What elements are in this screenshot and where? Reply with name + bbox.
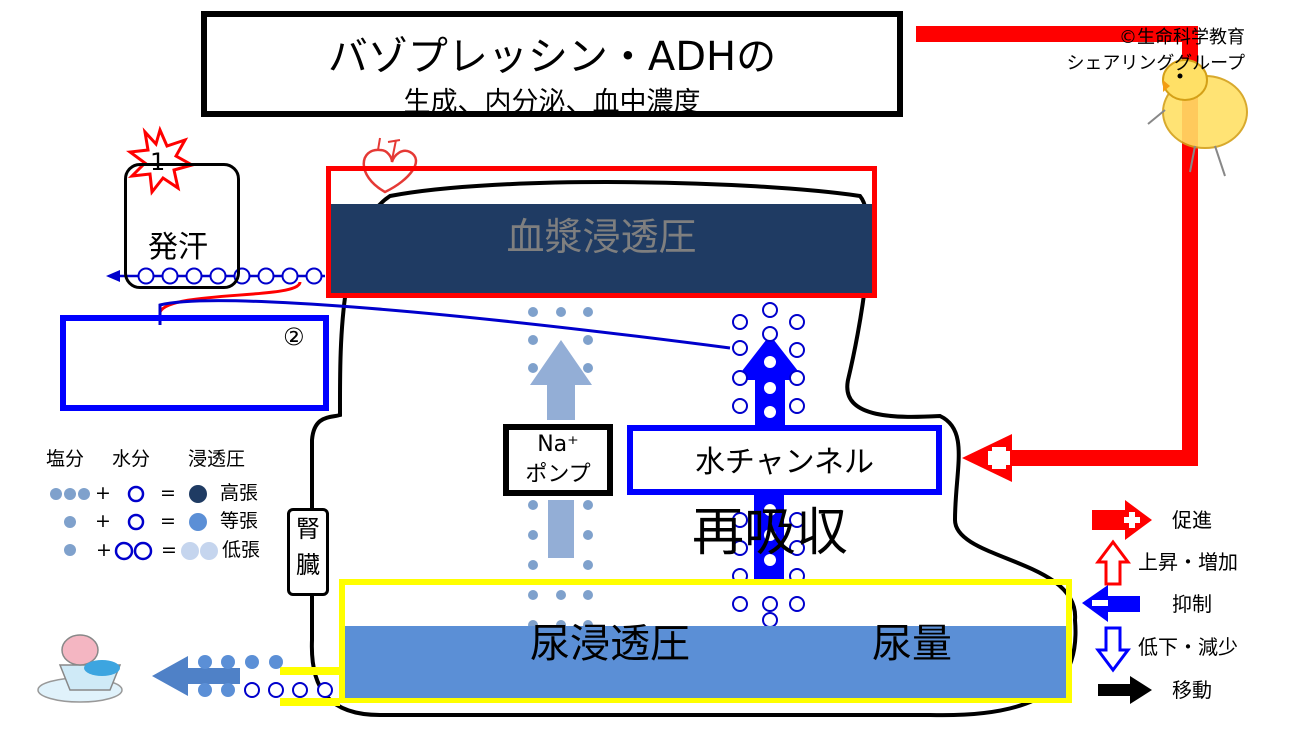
feedback-line <box>916 26 1198 482</box>
title-main: バゾプレッシン・ADHの <box>327 34 777 80</box>
legend-eq-3: = <box>161 539 177 561</box>
credit-line-1: ©生命科学教育 <box>1119 27 1245 48</box>
sodium-pump-box: Na⁺ ポンプ <box>503 424 613 496</box>
legend-plus-1: + <box>95 482 111 504</box>
increase-key-icon <box>1095 539 1131 586</box>
inhibit-key-icon <box>1082 585 1140 622</box>
pump-label-1: Na⁺ <box>537 432 579 457</box>
plasma-osmotic-label: 血漿浸透圧 <box>506 215 697 259</box>
chick-icon <box>1147 59 1248 177</box>
move-key-icon <box>1098 676 1152 704</box>
pump-label-2: ポンプ <box>525 462 591 487</box>
legend-header-salt: 塩分 <box>46 448 85 470</box>
legend-result-low: 低張 <box>222 539 261 561</box>
key-promote-label: 促進 <box>1172 508 1212 532</box>
credit: ©生命科学教育 シェアリンググループ <box>1066 25 1245 77</box>
blue-box <box>60 315 329 411</box>
decrease-key-icon <box>1095 626 1131 673</box>
water-column <box>732 302 805 628</box>
urine-fill <box>345 626 1066 698</box>
promote-key-icon <box>1092 500 1152 540</box>
key-symbols <box>1082 500 1152 704</box>
title-sub: 生成、内分泌、血中濃度 <box>403 87 701 118</box>
water-channel-box: 水チャンネル <box>627 425 942 495</box>
key-decrease-label: 低下・減少 <box>1138 635 1238 659</box>
legend-eq-2: = <box>160 510 176 532</box>
promote-arrow-head <box>962 434 1012 482</box>
water-channel-label: 水チャンネル <box>694 445 875 480</box>
toilet-icon <box>37 634 123 703</box>
key-move-label: 移動 <box>1172 678 1212 702</box>
legend-result-iso: 等張 <box>220 510 259 532</box>
step-marker-2: ② <box>283 323 305 351</box>
key-increase-label: 上昇・増加 <box>1138 550 1238 574</box>
title-box: バゾプレッシン・ADHの 生成、内分泌、血中濃度 <box>201 11 903 117</box>
sweat-box <box>124 163 240 289</box>
sweat-label: 発汗 <box>148 230 208 265</box>
legend-plus-2: + <box>95 510 111 532</box>
burst-icon <box>126 125 196 196</box>
urine-outflow <box>152 655 340 706</box>
nerve-line-blue <box>158 299 731 350</box>
step-badge-1: 1 <box>150 148 166 176</box>
legend-symbols <box>50 485 218 561</box>
plasma-frame <box>326 166 877 298</box>
legend-eq-1: = <box>160 482 176 504</box>
legend-plus-3: + <box>96 539 112 561</box>
urine-volume-label: 尿量 <box>872 621 952 667</box>
legend-result-high: 高張 <box>220 482 259 504</box>
nerve-line-red <box>158 281 302 325</box>
key-inhibit-label: 抑制 <box>1172 592 1212 616</box>
credit-line-2: シェアリンググループ <box>1066 53 1245 74</box>
urine-frame <box>339 579 1072 703</box>
kidney-char-2: 臓 <box>296 551 320 579</box>
kidney-char-1: 腎 <box>296 515 320 543</box>
kidney-outline <box>309 180 1078 718</box>
kidney-label-box: 腎 臓 <box>287 508 329 596</box>
reabsorption-label: 再吸収 <box>692 503 849 563</box>
legend-header-osmotic: 浸透圧 <box>188 448 246 470</box>
plasma-fill <box>331 204 872 293</box>
urine-osmotic-label: 尿浸透圧 <box>530 621 690 667</box>
legend-header-water: 水分 <box>112 448 151 470</box>
